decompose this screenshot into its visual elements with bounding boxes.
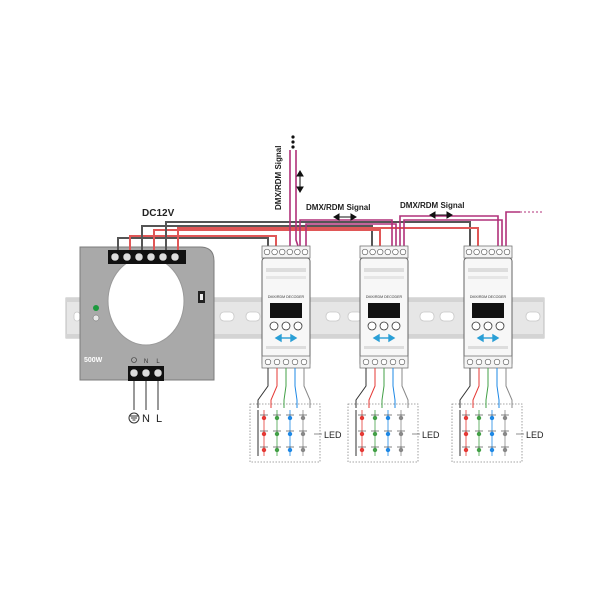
led-diode-icon [489, 431, 495, 437]
dc12v-label: DC12V [142, 208, 175, 219]
led-label: LED [526, 430, 544, 440]
decoder-button-2[interactable] [483, 321, 493, 331]
neutral-label: N [142, 413, 150, 425]
led-label: LED [324, 430, 342, 440]
dmx-decoder-3: DMX/RDM DECODER [463, 245, 513, 369]
decoder-button-1[interactable] [471, 321, 481, 331]
decoder-button-2[interactable] [281, 321, 291, 331]
led-diode-icon [502, 431, 508, 437]
led-diode-icon [359, 431, 365, 437]
led-diode-icon [502, 415, 508, 421]
signal-arrow-1-icon [333, 213, 357, 221]
led-diode-icon [385, 431, 391, 437]
ground-mark-icon [131, 357, 137, 363]
power-label: POWER [118, 293, 179, 310]
led-diode-icon [300, 447, 306, 453]
led-diode-icon [385, 447, 391, 453]
led-diode-icon [489, 415, 495, 421]
led-diode-icon [476, 415, 482, 421]
led-diode-icon [463, 431, 469, 437]
led-diode-icon [261, 415, 267, 421]
ac-terminal-block: N L [128, 357, 164, 381]
led-label: LED [422, 430, 440, 440]
wattage-label: 500W [84, 357, 103, 364]
signal-label-2: DMX/RDM Signal [400, 201, 464, 210]
signal-label-vertical: DMX/RDM Signal [274, 146, 283, 210]
led-diode-icon [398, 415, 404, 421]
double-arrow-icon [274, 333, 298, 343]
signal-label-1: DMX/RDM Signal [306, 203, 370, 212]
led-diode-icon [398, 431, 404, 437]
signal-wires [289, 150, 520, 247]
led-diode-icon [300, 431, 306, 437]
led-diode-icon [274, 415, 280, 421]
decoder-label: DMX/RDM DECODER [366, 295, 403, 299]
led-diode-icon [274, 447, 280, 453]
led-diode-icon [287, 431, 293, 437]
led-diode-icon [359, 447, 365, 453]
dc-terminal-block [108, 250, 186, 264]
led-diode-icon [287, 447, 293, 453]
decoder-button-1[interactable] [269, 321, 279, 331]
led-diode-icon [476, 447, 482, 453]
led-diode-icon [476, 431, 482, 437]
vertical-arrow-icon [296, 170, 304, 193]
led-array-2: LED [347, 368, 440, 463]
led-diode-icon [274, 431, 280, 437]
led-diode-icon [372, 415, 378, 421]
adjust-knob-icon [92, 314, 100, 322]
led-diode-icon [463, 415, 469, 421]
led-diode-icon [398, 447, 404, 453]
dmx-decoder-2: DMX/RDM DECODER [359, 245, 409, 369]
led-array-3: LED [451, 368, 544, 463]
led-diode-icon [300, 415, 306, 421]
ac-input-wires [133, 381, 159, 410]
led-diode-icon [261, 447, 267, 453]
led-diode-icon [372, 431, 378, 437]
decoder-display [270, 303, 302, 318]
led-diode-icon [385, 415, 391, 421]
decoder-button-1[interactable] [367, 321, 377, 331]
double-arrow-icon [476, 333, 500, 343]
live-label: L [156, 413, 162, 425]
decoder-button-3[interactable] [391, 321, 401, 331]
led-diode-icon [261, 431, 267, 437]
signal-source-dots-icon [291, 135, 295, 149]
led-diode-icon [463, 447, 469, 453]
decoder-button-3[interactable] [293, 321, 303, 331]
led-diode-icon [359, 415, 365, 421]
ac-terminal-l: L [156, 359, 160, 365]
power-supply: POWER 500W N L [79, 246, 215, 381]
led-array-1: LED [249, 368, 342, 463]
dc-power-wires [117, 221, 479, 250]
led-diode-icon [502, 447, 508, 453]
decoder-label: DMX/RDM DECODER [470, 295, 507, 299]
decoder-label: DMX/RDM DECODER [268, 295, 305, 299]
led-diode-icon [372, 447, 378, 453]
power-led-icon [93, 305, 99, 311]
signal-arrow-2-icon [429, 211, 453, 219]
led-diode-icon [287, 415, 293, 421]
decoder-button-2[interactable] [379, 321, 389, 331]
decoder-display [368, 303, 400, 318]
ac-terminal-n: N [144, 359, 148, 365]
ground-symbol-icon [128, 412, 140, 424]
led-diode-icon [489, 447, 495, 453]
double-arrow-icon [372, 333, 396, 343]
decoder-button-3[interactable] [495, 321, 505, 331]
decoder-display [472, 303, 504, 318]
dmx-decoder-1: DMX/RDM DECODER [261, 245, 311, 369]
